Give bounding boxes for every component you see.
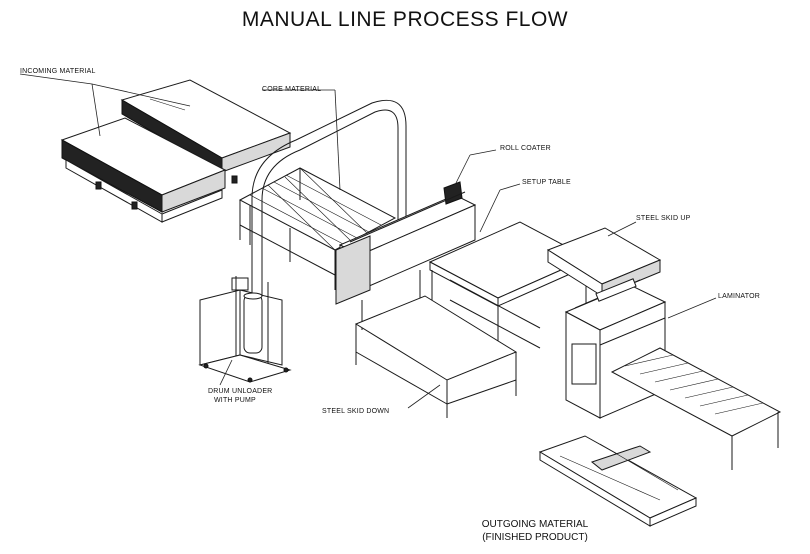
label-roll-coater: ROLL COATER bbox=[500, 145, 551, 152]
label-laminator: LAMINATOR bbox=[718, 293, 760, 300]
label-incoming-material: INCOMING MATERIAL bbox=[20, 68, 96, 75]
label-drum-unloader: DRUM UNLOADER bbox=[208, 388, 273, 395]
drum-unloader bbox=[198, 276, 292, 386]
label-steel-skid-up: STEEL SKID UP bbox=[636, 215, 691, 222]
core-material-table bbox=[238, 89, 397, 290]
label-drum-unloader-sub: WITH PUMP bbox=[214, 397, 256, 404]
roller-conveyor bbox=[610, 347, 782, 470]
steel-skid-down bbox=[354, 295, 518, 418]
roll-coater bbox=[335, 149, 497, 330]
steel-skid-up bbox=[546, 221, 662, 297]
label-outgoing-material: OUTGOING MATERIAL bbox=[481, 519, 589, 530]
diagram-title: MANUAL LINE PROCESS FLOW bbox=[241, 8, 569, 31]
outgoing-material-skid bbox=[538, 435, 698, 527]
overhead-pipe bbox=[251, 99, 407, 300]
label-steel-skid-down: STEEL SKID DOWN bbox=[322, 408, 390, 415]
label-core-material: CORE MATERIAL bbox=[262, 86, 322, 93]
label-outgoing-material-sub: (FINISHED PRODUCT) bbox=[482, 532, 588, 543]
incoming-material-stacks bbox=[19, 73, 292, 223]
label-setup-table: SETUP TABLE bbox=[522, 179, 571, 186]
